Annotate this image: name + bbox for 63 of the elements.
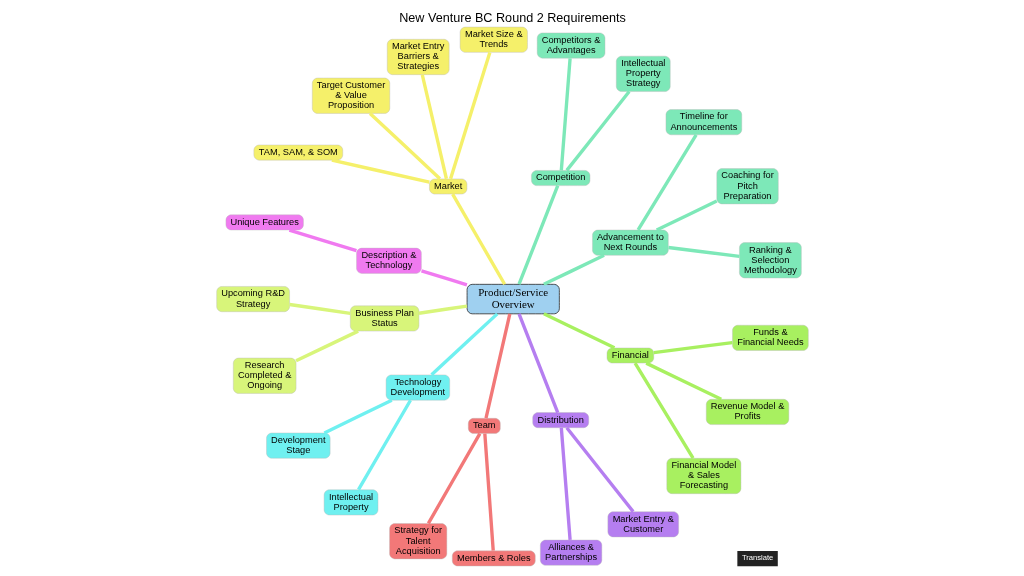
node-box: Ranking & Selection Methodology — [738, 242, 802, 279]
connector — [636, 133, 698, 231]
connector — [420, 74, 448, 180]
connector — [542, 253, 605, 286]
node-box: Market Entry Barriers & Strategies — [386, 39, 449, 75]
connector — [368, 112, 441, 180]
node-box: Timeline for Announcements — [665, 109, 742, 136]
connector — [653, 340, 733, 355]
node-box: Coaching for Pitch Preparation — [716, 168, 778, 205]
connector — [564, 90, 631, 172]
node-box: Market — [428, 178, 467, 195]
diagram-title: New Venture BC Round 2 Requirements — [398, 10, 626, 25]
connector — [288, 302, 350, 316]
connector — [418, 304, 467, 315]
node-box: Research Completed & Ongoing — [232, 357, 296, 394]
connector — [450, 193, 506, 286]
connector — [564, 426, 634, 513]
connector — [482, 433, 495, 551]
node-box: Financial Model & Sales Forecasting — [666, 458, 741, 494]
connector — [542, 312, 615, 350]
connector — [448, 51, 491, 180]
node-box: Advancement to Next Rounds — [591, 229, 668, 256]
connector — [516, 313, 559, 414]
node-box: Team — [467, 418, 500, 434]
connector — [559, 427, 572, 541]
node-box: Alliances & Partnerships — [539, 539, 602, 566]
connector — [516, 185, 559, 285]
node-box: Description & Technology — [355, 247, 422, 274]
connector — [429, 312, 498, 377]
connector — [644, 361, 722, 401]
node-box: Upcoming R&D Strategy — [216, 286, 290, 312]
node-box: Target Customer & Value Proposition — [311, 77, 390, 114]
node-box: Strategy for Talent Acquisition — [388, 523, 447, 560]
node-box: Distribution — [532, 412, 589, 428]
node-box: Market Entry & Customer — [607, 511, 679, 538]
node-box: Revenue Model & Profits — [705, 399, 789, 425]
node-box: Members & Roles — [451, 550, 535, 567]
connector — [323, 398, 393, 435]
label: Translate — [741, 553, 773, 563]
connector — [559, 58, 572, 171]
node-box: Product/Service Overview — [466, 283, 560, 315]
node-box: Funds & Financial Needs — [731, 325, 808, 351]
node-box: TAM, SAM, & SOM — [253, 144, 343, 161]
node-box: Financial — [606, 347, 654, 364]
node-box: Competition — [530, 170, 590, 186]
node-box: Competitors & Advantages — [536, 32, 605, 59]
connector — [331, 158, 430, 184]
connector — [667, 245, 740, 259]
node-box: Intellectual Property Strategy — [615, 55, 670, 92]
node-box: Market Size & Trends — [459, 26, 528, 53]
connector — [655, 199, 717, 232]
connector — [483, 313, 511, 419]
connector — [294, 329, 359, 363]
node-box: Unique Features — [225, 214, 304, 231]
node-box: Technology Development — [385, 374, 450, 401]
connector — [420, 269, 467, 287]
connector — [356, 399, 412, 491]
node-box: Intellectual Property — [323, 489, 378, 516]
connector — [288, 228, 357, 253]
node-box: Development Stage — [265, 432, 330, 459]
connector — [426, 432, 481, 525]
connector — [633, 362, 694, 460]
node-box: Business Plan Status — [349, 305, 419, 332]
